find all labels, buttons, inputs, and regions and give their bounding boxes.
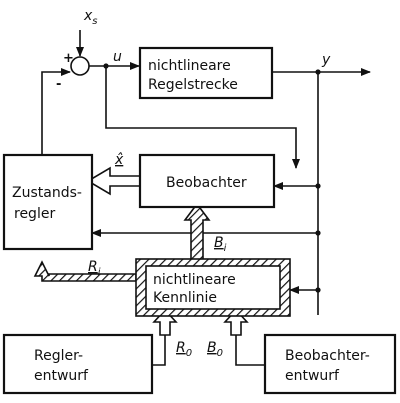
- signal-ri-sub: i: [98, 267, 101, 278]
- signal-b0-main: B: [207, 340, 217, 356]
- junction-dot: [315, 230, 321, 236]
- block-regelstrecke: nichtlineare Regelstrecke: [138, 46, 274, 100]
- block-kennlinie-line2: Kennlinie: [153, 290, 217, 306]
- block-beobachter-line1: Beobachter: [166, 175, 247, 191]
- sum-minus-sign: -: [56, 77, 61, 92]
- xhat-hollow-arrow: [86, 166, 141, 196]
- signal-u-label: u: [113, 49, 122, 65]
- block-zustandsregler: Zustands- regler: [2, 153, 94, 251]
- signal-r0-label: R0: [176, 340, 192, 359]
- block-beobachterentwurf-frame: [263, 333, 397, 395]
- block-regelstrecke-line1: nichtlineare: [148, 58, 231, 74]
- sum-plus-sign: +: [63, 51, 74, 66]
- signal-b0-sub: 0: [217, 348, 223, 359]
- junction-dot: [103, 63, 109, 69]
- signal-bi-label: Bi: [214, 235, 227, 254]
- junction-dot: [315, 183, 321, 189]
- block-kennlinie: nichtlineare Kennlinie: [135, 258, 291, 317]
- block-regelstrecke-line2: Regelstrecke: [148, 77, 238, 93]
- junction-dot: [315, 287, 321, 293]
- bi-hatched-arrow: [183, 202, 211, 263]
- signal-xs-sub: s: [92, 16, 97, 27]
- block-reglerentwurf: Regler- entwurf: [2, 333, 154, 395]
- junction-dots: [103, 63, 321, 293]
- signal-r0-main: R: [176, 340, 186, 356]
- u-to-observer-line: [105, 66, 300, 169]
- block-beobachterentwurf-line2: entwurf: [285, 368, 340, 384]
- signal-y-label: y: [321, 52, 331, 68]
- summing-junction: + -: [56, 51, 90, 92]
- block-reglerentwurf-line1: Regler-: [34, 348, 83, 364]
- block-beobachterentwurf-line1: Beobachter-: [285, 348, 370, 364]
- block-kennlinie-frame: [145, 265, 281, 310]
- summing-junction-circle: [70, 56, 90, 76]
- connections: [41, 30, 371, 366]
- ri-hatched-arrow: [33, 260, 137, 282]
- regler-to-sum-line: [41, 68, 71, 155]
- signal-ri-main: R: [88, 259, 98, 275]
- block-zustandsregler-line1: Zustands-: [12, 185, 82, 201]
- block-reglerentwurf-line2: entwurf: [34, 368, 89, 384]
- block-beobachter-frame: [138, 153, 276, 209]
- signal-xs-main: x: [83, 8, 93, 24]
- signal-xs-label: xs: [83, 8, 98, 27]
- block-regelstrecke-frame: [138, 46, 274, 100]
- signal-b0-label: B0: [207, 340, 223, 359]
- block-reglerentwurf-frame: [2, 333, 154, 395]
- block-kennlinie-line1: nichtlineare: [153, 272, 236, 288]
- signal-xhat-label: x̂: [114, 152, 124, 168]
- junction-dot: [315, 69, 321, 75]
- block-beobachter: Beobachter: [138, 153, 276, 209]
- block-beobachterentwurf: Beobachter- entwurf: [263, 333, 397, 395]
- block-zustandsregler-frame: [2, 153, 94, 251]
- signal-bi-main: B: [214, 235, 224, 251]
- signal-ri-label: Ri: [88, 259, 101, 278]
- signal-r0-sub: 0: [186, 348, 192, 359]
- block-zustandsregler-line2: regler: [14, 206, 55, 222]
- signal-bi-sub: i: [224, 243, 227, 254]
